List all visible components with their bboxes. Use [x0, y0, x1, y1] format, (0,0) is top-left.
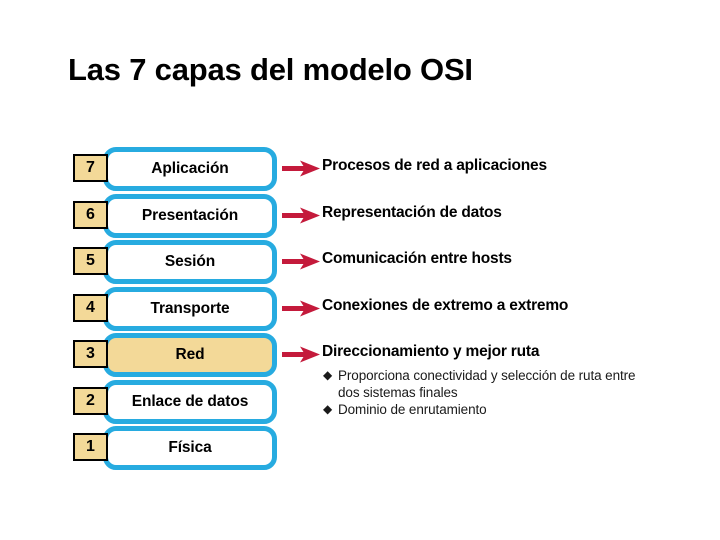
red-arrow-icon: [282, 160, 320, 177]
layer-description: Conexiones de extremo a extremo: [322, 296, 569, 314]
layer-number: 2: [86, 391, 95, 409]
diamond-bullet-icon: ◆: [323, 368, 333, 382]
layer-number: 3: [86, 345, 95, 362]
layer-number-badge: 6: [73, 200, 108, 229]
osi-layer-row: Enlace de datos 2: [0, 379, 720, 425]
osi-layer-row: Transporte 4 Conexiones de extremo a extre…: [0, 286, 720, 332]
layer-name: Enlace de datos: [131, 392, 249, 410]
list-item-text: Dominio de enrutamiento: [338, 402, 487, 417]
layer-description: Direccionamiento y mejor ruta: [322, 343, 540, 360]
list-item: ◆ Dominio de enrutamiento: [322, 401, 652, 418]
list-item-text: Proporciona conectividad y selección de …: [338, 368, 636, 400]
layer-number: 4: [86, 298, 95, 316]
layer-box-6[interactable]: Presentación: [103, 193, 277, 238]
layer-box-1[interactable]: Física: [103, 426, 277, 470]
layer-number: 7: [86, 159, 95, 176]
red-arrow-icon: [282, 253, 320, 270]
layer-number-badge: 2: [73, 386, 108, 415]
layer-name: Red: [175, 346, 205, 364]
layer-number: 1: [86, 438, 95, 455]
layer-description: Comunicación entre hosts: [322, 250, 512, 267]
layer-name: Aplicación: [151, 160, 229, 178]
page-title: Las 7 capas del modelo OSI: [68, 52, 473, 87]
layer-number: 6: [86, 205, 95, 223]
layer-name: Física: [168, 439, 212, 457]
osi-layer-row: Sesión 5 Comunicación entre hosts: [0, 239, 720, 285]
layer-number-badge: 1: [73, 433, 108, 461]
layer-name: Presentación: [141, 206, 239, 224]
list-item: ◆ Proporciona conectividad y selección de…: [322, 367, 652, 401]
osi-layer-row: Red 3 Direccionamiento y mejor ruta: [0, 332, 720, 378]
layer-box-7[interactable]: Aplicación: [103, 147, 277, 191]
layer-number-badge: 4: [73, 293, 108, 322]
red-arrow-icon: [282, 300, 320, 317]
layer-number: 5: [86, 252, 95, 269]
layer-number-badge: 3: [73, 340, 108, 368]
diamond-bullet-icon: ◆: [323, 402, 333, 416]
osi-layer-row: Presentación 6 Representación de datos: [0, 193, 720, 239]
red-arrow-icon: [282, 346, 320, 363]
layer-box-4[interactable]: Transporte: [103, 286, 277, 331]
layer-box-3[interactable]: Red: [103, 333, 277, 377]
layer-box-5[interactable]: Sesión: [103, 240, 277, 284]
layer3-sub-bullet-list: ◆ Proporciona conectividad y selección de…: [322, 367, 652, 418]
layer-name: Transporte: [150, 299, 230, 317]
layer-number-badge: 5: [73, 247, 108, 275]
osi-layer-row: Aplicación 7 Procesos de red a aplicacione…: [0, 146, 720, 192]
layer-name: Sesión: [164, 253, 216, 271]
red-arrow-icon: [282, 207, 320, 224]
layer-description: Procesos de red a aplicaciones: [322, 157, 547, 174]
osi-layer-row: Física 1: [0, 425, 720, 471]
layer-box-2[interactable]: Enlace de datos: [103, 379, 277, 424]
layer-number-badge: 7: [73, 154, 108, 182]
layer-description: Representación de datos: [322, 203, 502, 221]
